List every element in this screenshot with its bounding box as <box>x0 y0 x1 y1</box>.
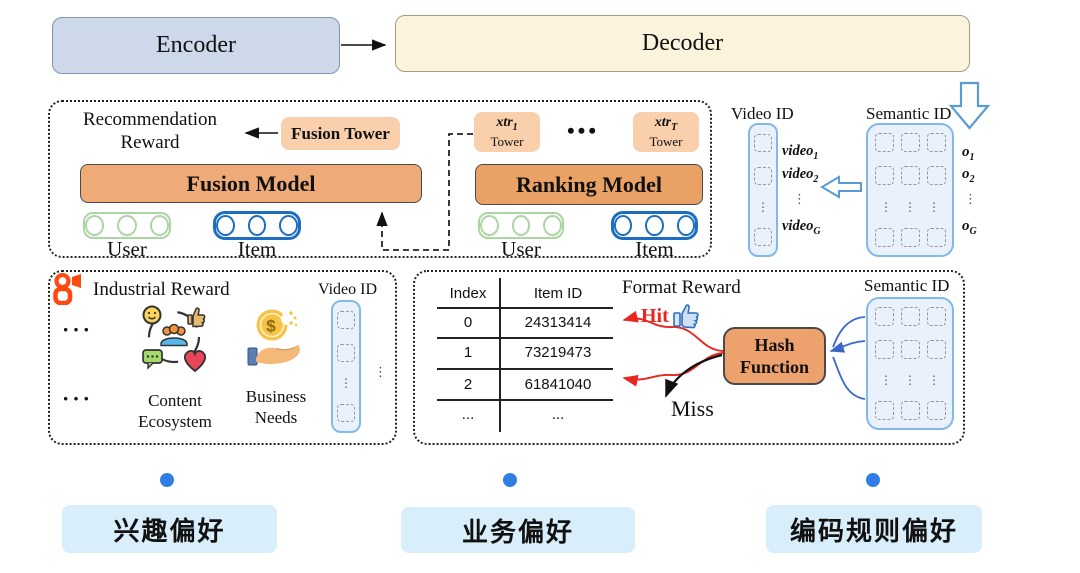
recommendation-reward-label: Recommendation Reward <box>62 109 238 155</box>
semantic-id-title-top: Semantic ID <box>866 104 952 123</box>
o-ellipsis: ⋮ <box>964 192 977 207</box>
decoder-down-arrow-icon <box>948 81 991 130</box>
video1-label: video1 <box>782 143 819 162</box>
fusion-tower-label: Fusion Tower <box>291 123 390 143</box>
o2-label: o2 <box>962 166 975 185</box>
videoG-label: videoG <box>782 218 821 237</box>
industrial-reward-title: Industrial Reward <box>93 279 230 300</box>
encoder-box: Encoder <box>52 17 340 74</box>
timeline-label-encoding: 编码规则偏好 <box>766 505 982 553</box>
video-id-title-industrial: Video ID <box>318 281 378 298</box>
item-label-2: Item <box>635 237 674 261</box>
token-slot <box>337 311 355 329</box>
table-cell: ... <box>461 406 475 423</box>
xtrT-tower-box: xtrT Tower <box>633 112 699 152</box>
timeline-dot-1 <box>160 473 174 487</box>
token-slot <box>754 134 772 152</box>
xtr1-tower-box: xtr1 Tower <box>474 112 540 152</box>
table-cell: 73219473 <box>524 344 592 361</box>
hash-label-line1: Hash <box>754 334 795 355</box>
table-header-itemid: Item ID <box>533 285 583 302</box>
format-reward-box <box>413 270 965 445</box>
decoder-box: Decoder <box>395 15 970 72</box>
kuaishou-logo-icon <box>53 273 81 305</box>
xtrT-tower-word: Tower <box>649 134 683 150</box>
hash-label-line2: Function <box>739 357 809 377</box>
table-header-index: Index <box>449 285 487 302</box>
user-embedding-chip <box>83 212 171 239</box>
fusion-model-label: Fusion Model <box>186 170 316 196</box>
format-reward-title: Format Reward <box>622 277 741 298</box>
oG-label: oG <box>962 218 977 237</box>
thumbs-up-icon <box>673 304 699 329</box>
encoder-label: Encoder <box>156 32 236 58</box>
token-slot <box>337 404 355 422</box>
timeline-dot-2 <box>503 473 517 487</box>
item-label: Item <box>237 237 277 261</box>
tower-ellipsis: ••• <box>566 118 600 143</box>
industrial-side-ellipsis: ⋮ <box>374 365 387 380</box>
table-vertical-rule <box>499 278 501 432</box>
token-slot <box>754 167 772 186</box>
miss-label: Miss <box>671 396 714 421</box>
table-rule <box>437 399 613 401</box>
video-id-title-top: Video ID <box>731 104 794 123</box>
business-needs-icon: $ <box>247 309 300 366</box>
semantic-id-grid-bottom: ⋮⋮⋮ <box>866 297 954 430</box>
hash-function-box: Hash Function <box>723 327 826 385</box>
token-slot <box>337 344 355 362</box>
reward-line2: Reward <box>120 131 180 153</box>
user-label: User <box>107 237 147 261</box>
industrial-reward-box <box>48 270 397 445</box>
user-label-2: User <box>501 237 541 261</box>
vertical-ellipsis: ⋮ <box>340 376 352 390</box>
vertical-ellipsis: ⋮ <box>757 199 769 214</box>
o1-label: o1 <box>962 144 975 163</box>
xtr1-tower-word: Tower <box>490 134 524 150</box>
table-cell: 2 <box>463 376 473 393</box>
table-cell: ... <box>551 406 565 423</box>
semantic-to-video-arrow-icon <box>820 175 862 199</box>
user-embedding-chip-2 <box>478 212 564 239</box>
industrial-ellipsis-2: ··· <box>62 386 94 411</box>
reward-line1: Recommendation <box>82 109 218 130</box>
video2-label: video2 <box>782 166 819 185</box>
table-cell: 24313414 <box>524 314 592 331</box>
video-id-column-top: ⋮ <box>748 123 778 257</box>
xtr1-label: xtr1 <box>496 114 518 133</box>
table-rule <box>437 307 613 309</box>
decoder-label: Decoder <box>641 30 724 56</box>
hit-label: Hit <box>641 305 669 327</box>
item-embedding-chip <box>213 211 301 240</box>
xtrT-label: xtrT <box>654 114 678 133</box>
ranking-model-label: Ranking Model <box>515 171 663 197</box>
table-cell: 0 <box>463 314 473 331</box>
content-ecosystem-icon <box>142 305 207 373</box>
svg-text:$: $ <box>266 317 276 336</box>
table-cell: 1 <box>463 344 473 361</box>
recommendation-reward-box <box>48 100 712 258</box>
timeline-label-interest: 兴趣偏好 <box>62 505 277 553</box>
fusion-tower-box: Fusion Tower <box>281 117 400 150</box>
timeline-label-business: 业务偏好 <box>401 507 635 553</box>
ranking-model-box: Ranking Model <box>475 164 703 205</box>
industrial-ellipsis-1: ··· <box>62 317 94 342</box>
table-cell: 61841040 <box>524 376 592 393</box>
semantic-id-title-bottom: Semantic ID <box>864 276 950 295</box>
video-ellipsis: ⋮ <box>793 192 806 207</box>
table-rule <box>437 337 613 339</box>
fusion-model-box: Fusion Model <box>80 164 422 203</box>
item-embedding-chip-2 <box>611 211 698 240</box>
token-slot <box>754 227 772 246</box>
semantic-id-grid-top: ⋮⋮⋮ <box>866 123 954 257</box>
timeline-dot-3 <box>866 473 880 487</box>
table-rule <box>437 368 613 370</box>
video-id-column-industrial: ⋮ <box>331 300 361 433</box>
